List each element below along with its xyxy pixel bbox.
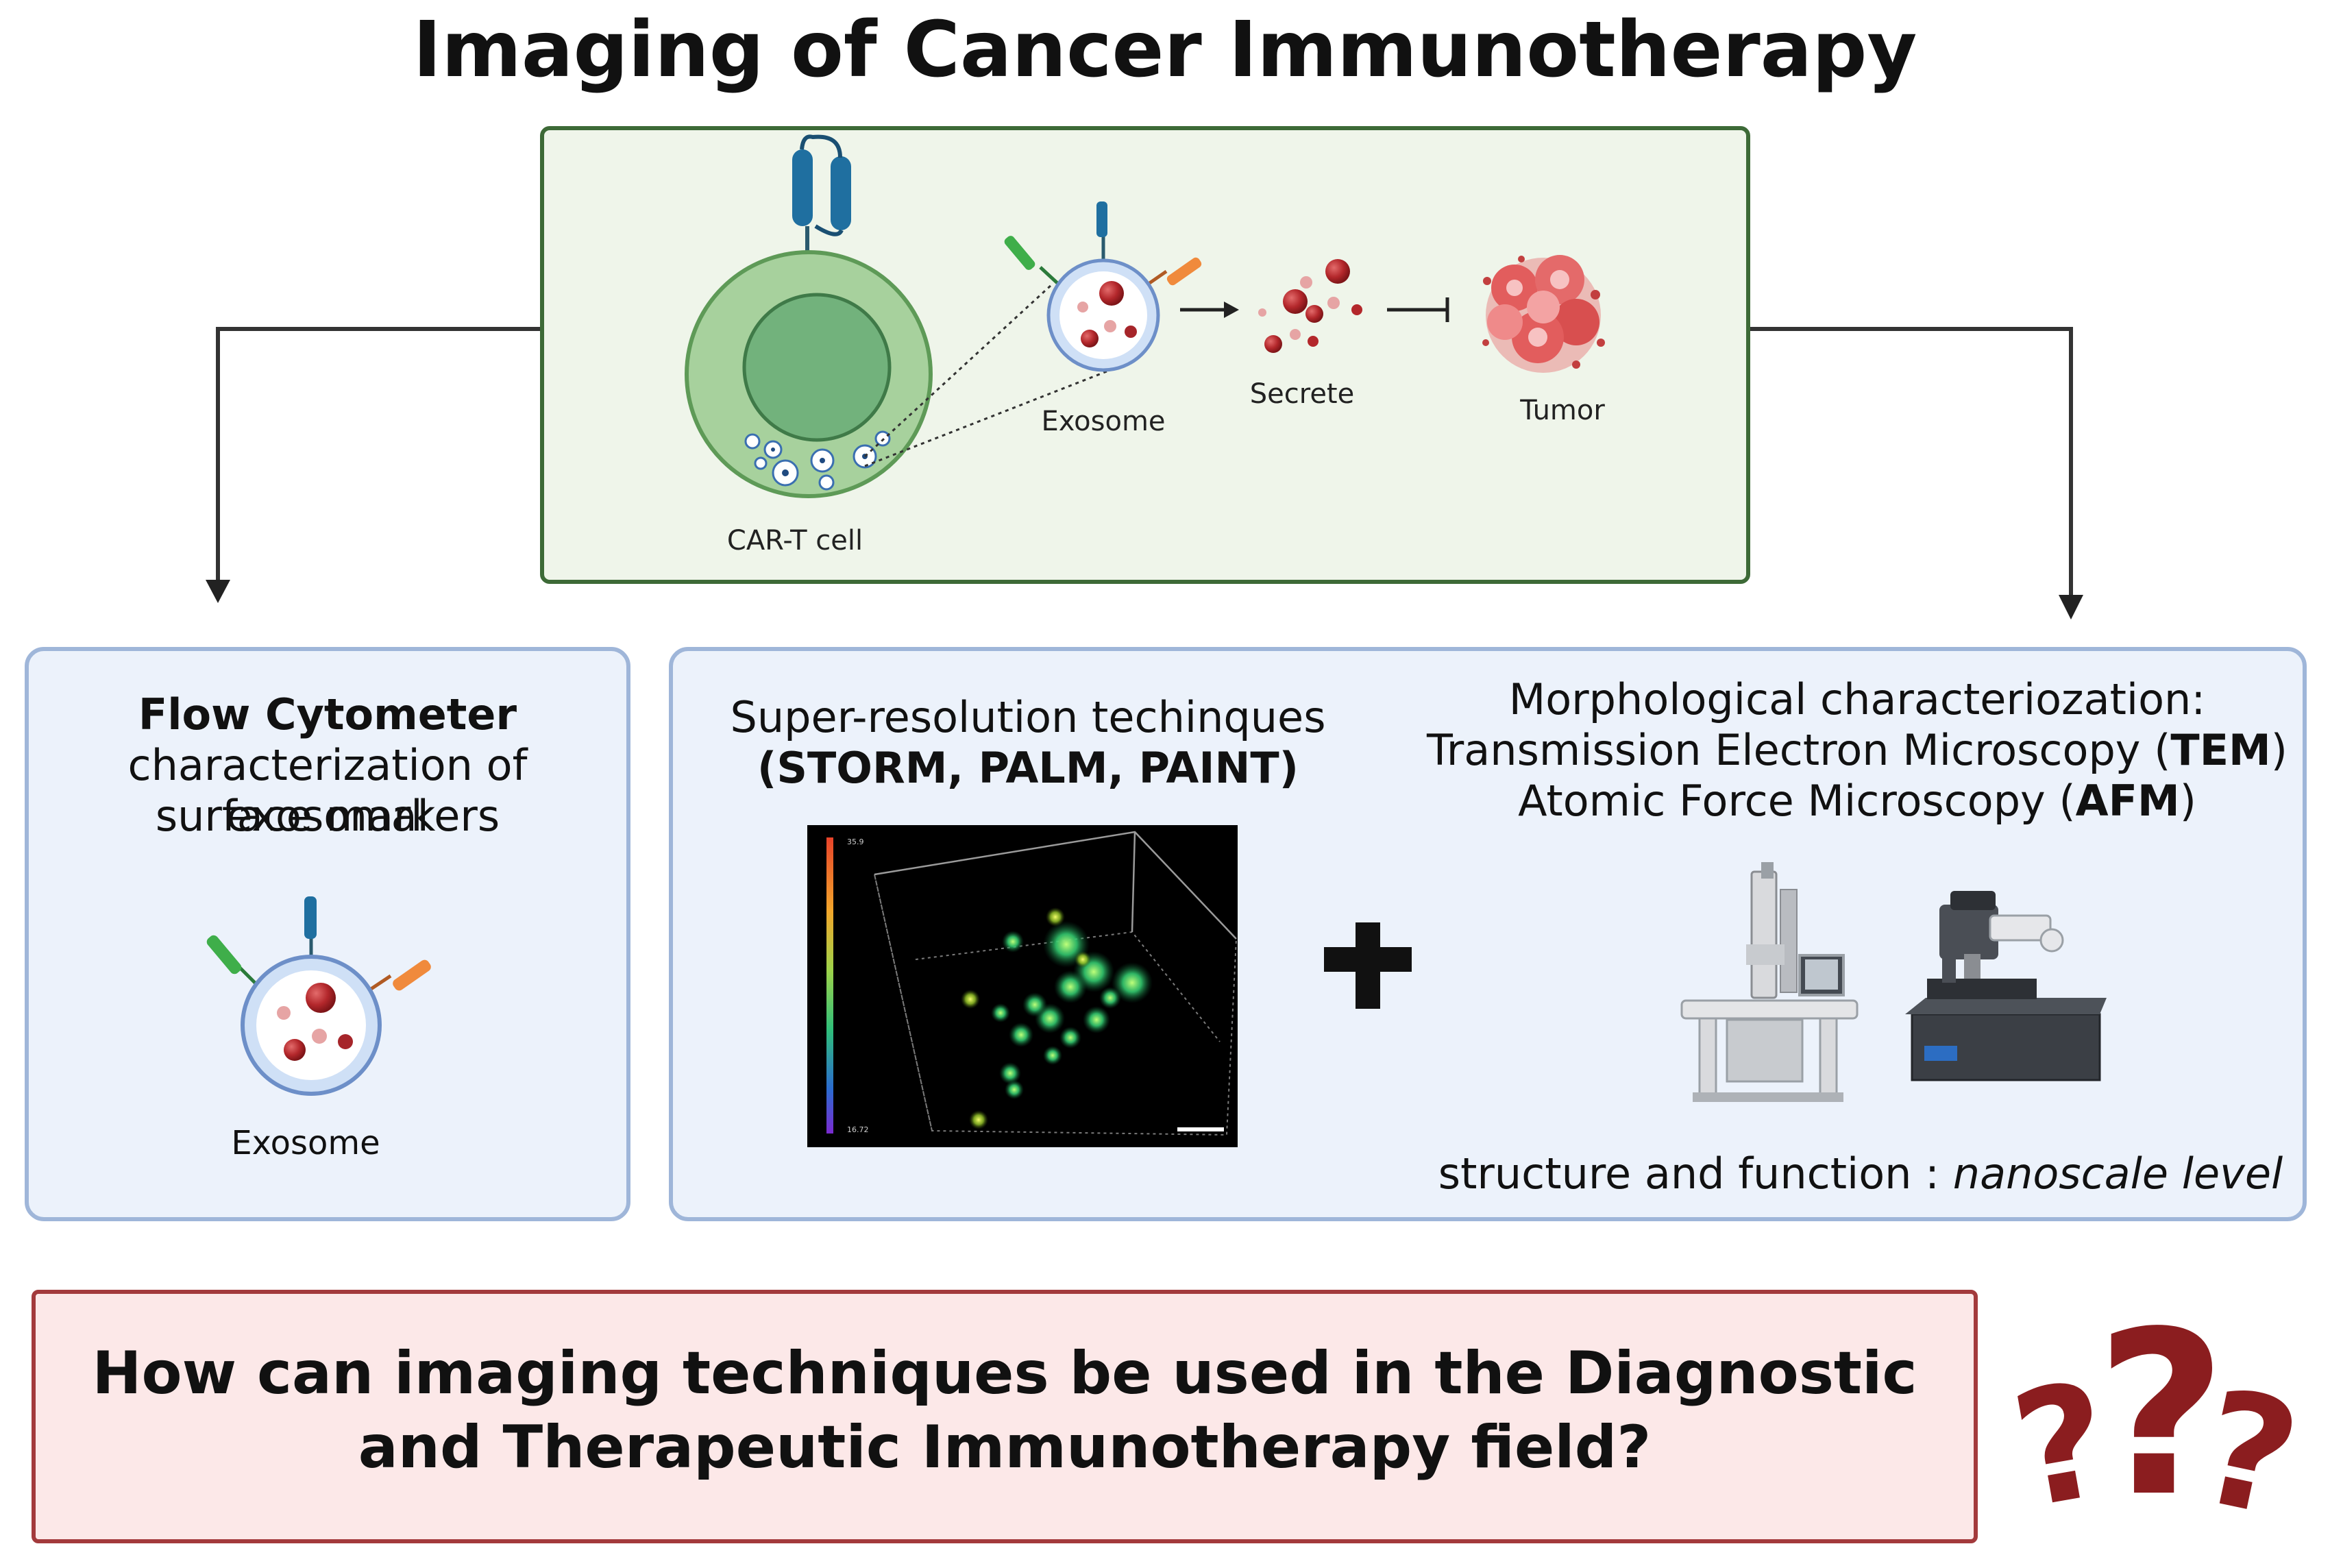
colorbar	[826, 837, 833, 1134]
super-resolution-image	[807, 825, 1238, 1147]
car-t-cell-label: CAR-T cell	[726, 525, 863, 556]
question-panel	[32, 1290, 1978, 1543]
afm-microscope-icon	[1905, 891, 2107, 1081]
tem-microscope-icon	[1680, 862, 1859, 1102]
svg-text:?: ?	[2096, 1283, 2227, 1546]
exosome-icon	[1004, 201, 1202, 372]
plus-icon	[1324, 922, 1412, 1009]
question-text: How can imaging techniques be used in th…	[32, 1336, 1978, 1484]
question-line-2: and Therapeutic Immunotherapy field?	[358, 1413, 1652, 1482]
morph-footer-text: structure and function :	[1438, 1149, 1953, 1199]
tumor-label: Tumor	[1520, 395, 1605, 426]
nanoscale-level-text: nanoscale level	[1952, 1149, 2283, 1199]
super-res-line-2: (STORM, PALM, PAINT)	[757, 743, 1299, 793]
morph-line-2-close: )	[2270, 725, 2288, 775]
morph-line-3-text: Atomic Force Microscopy (	[1518, 776, 2076, 826]
morph-line-3: Atomic Force Microscopy (AFM)	[1412, 776, 2303, 826]
question-marks-icon: ? ? ?	[2001, 1283, 2313, 1554]
page-title: Imaging of Cancer Immunotherapy	[413, 5, 1917, 95]
exosome-flow-label: Exosome	[231, 1124, 380, 1162]
question-line-1: How can imaging techniques be used in th…	[92, 1339, 1917, 1408]
secrete-label: Secrete	[1249, 378, 1355, 410]
exosome-flow-icon	[206, 896, 431, 1096]
car-t-cell-icon	[685, 134, 1111, 498]
secrete-particles-icon	[1258, 259, 1362, 353]
colorbar-top-label: 35.9	[847, 837, 864, 846]
exosome-top-label: Exosome	[1041, 406, 1166, 437]
morph-line-2: Transmission Electron Microscopy (TEM)	[1412, 725, 2303, 776]
super-res-line-1: Super-resolution techinques	[730, 692, 1326, 742]
flow-line-2: surface markers	[155, 791, 500, 841]
connector-left	[206, 327, 540, 603]
morph-footer: structure and function : nanoscale level	[1425, 1149, 2296, 1199]
colorbar-bottom-label: 16.72	[847, 1125, 869, 1134]
inhibition-arrow	[1387, 297, 1449, 322]
connector-right	[1750, 327, 2083, 620]
morph-line-3-close: )	[2179, 776, 2196, 826]
flow-line-1: characterization of exosomal	[127, 740, 528, 841]
morph-line-1: Morphological characteriozation:	[1508, 674, 2206, 724]
tumor-icon	[1482, 255, 1605, 373]
afm-abbrev: AFM	[2075, 776, 2180, 826]
flow-cytometer-panel	[25, 647, 630, 1221]
arrow-to-secrete	[1180, 302, 1239, 318]
tem-abbrev: TEM	[2170, 725, 2271, 775]
flow-heading: Flow Cytometer	[138, 689, 517, 739]
morph-line-2-text: Transmission Electron Microscopy (	[1427, 725, 2171, 775]
